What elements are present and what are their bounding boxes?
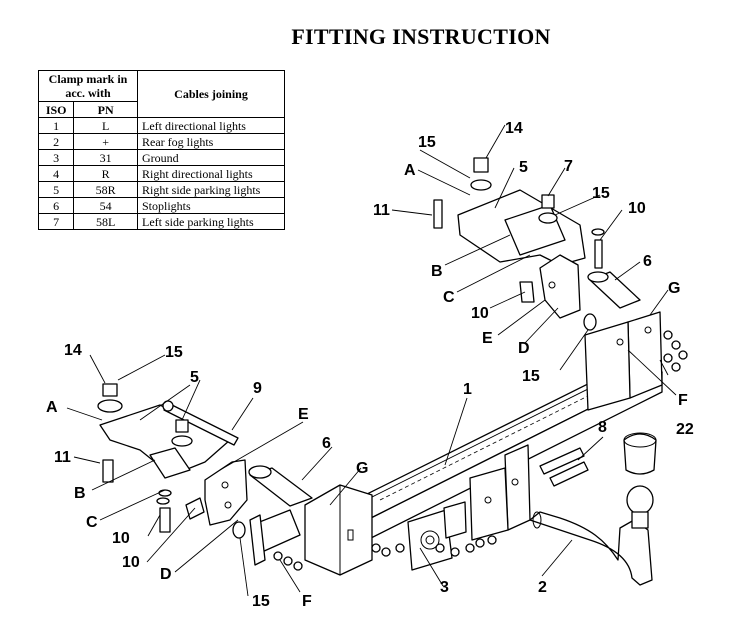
label-G-left: G: [356, 460, 368, 477]
label-F-right: F: [678, 392, 688, 409]
label-5-left: 5: [190, 369, 199, 386]
bolts-8: [539, 447, 589, 487]
cable-desc-cell: Right side parking lights: [137, 181, 285, 198]
label-15-e: 15: [252, 593, 270, 610]
right-spacer-tube: [587, 271, 641, 309]
label-10-c: 10: [471, 305, 489, 322]
label-E-left: E: [298, 406, 309, 423]
tow-ball: [529, 485, 654, 586]
right-end-plate: [584, 311, 663, 411]
ball-cap: [623, 432, 657, 475]
pn-header: PN: [73, 101, 138, 118]
label-22: 22: [676, 421, 694, 438]
label-C-left: C: [86, 514, 98, 531]
label-6-right: 6: [643, 253, 652, 270]
label-3: 3: [440, 579, 449, 596]
label-G-right: G: [668, 280, 680, 297]
pn-cell: 31: [73, 149, 138, 166]
label-E-right: E: [482, 330, 493, 347]
label-D-right: D: [518, 340, 530, 357]
label-D-left: D: [160, 566, 172, 583]
part-labels: 1 2 3 6 6 7 8 9 5 5 10 10 10 10 11 11 14…: [46, 120, 694, 610]
label-5-right: 5: [519, 159, 528, 176]
label-C-right: C: [443, 289, 455, 306]
label-10-a: 10: [112, 530, 130, 547]
right-fasteners: [433, 157, 688, 372]
label-8: 8: [598, 419, 607, 436]
iso-cell: 7: [37, 213, 75, 230]
label-F-left: F: [302, 593, 312, 610]
iso-cell: 5: [37, 181, 75, 198]
pn-cell: 58L: [73, 213, 138, 230]
label-15-a: 15: [165, 344, 183, 361]
clamp-mark-header: Clamp mark in acc. with: [38, 70, 138, 102]
label-11-right: 11: [373, 202, 390, 219]
cable-desc-cell: Right directional lights: [137, 165, 285, 182]
label-11-left: 11: [54, 449, 71, 466]
page-title: FITTING INSTRUCTION: [291, 24, 551, 49]
left-bracket: [249, 509, 301, 566]
left-end-plate: [304, 484, 373, 576]
long-bolt-9: [162, 400, 239, 446]
leader-lines: [66, 124, 677, 597]
left-mounting-plate: [99, 404, 231, 479]
label-15-c: 15: [592, 185, 610, 202]
label-2: 2: [538, 579, 547, 596]
cable-desc-cell: Stoplights: [137, 197, 285, 214]
socket-plate: [407, 501, 467, 571]
label-B-right: B: [431, 263, 443, 280]
pn-cell: 54: [73, 197, 138, 214]
cables-joining-table: Clamp mark in acc. with Cables joining I…: [37, 70, 285, 230]
label-7: 7: [564, 158, 573, 175]
label-14-left: 14: [64, 342, 82, 359]
left-side-plate: [204, 459, 248, 526]
label-A-left: A: [46, 399, 58, 416]
label-9: 9: [253, 380, 262, 397]
label-A-right: A: [404, 162, 416, 179]
label-14-right: 14: [505, 120, 523, 137]
right-side-plate: [539, 254, 581, 319]
cable-desc-cell: Left side parking lights: [137, 213, 285, 230]
label-10-d: 10: [628, 200, 646, 217]
label-10-b: 10: [122, 554, 140, 571]
cables-joining-header: Cables joining: [137, 70, 285, 118]
label-15-b: 15: [418, 134, 436, 151]
label-15-d: 15: [522, 368, 540, 385]
socket-nuts: [371, 535, 497, 557]
left-spacer-tube: [248, 465, 313, 507]
cable-desc-cell: Ground: [137, 149, 285, 166]
label-6-left: 6: [322, 435, 331, 452]
label-B-left: B: [74, 485, 86, 502]
label-1: 1: [463, 381, 472, 398]
socket-bracket: [469, 444, 531, 541]
right-mounting-plate: [457, 189, 586, 266]
